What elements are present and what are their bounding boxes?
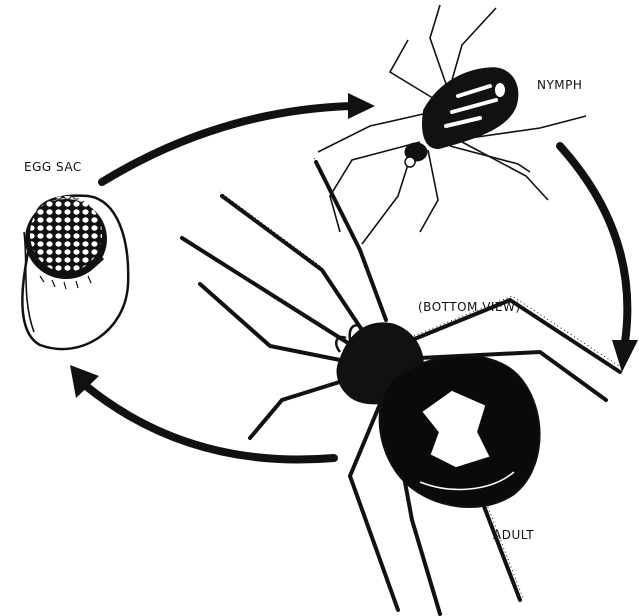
adult-label: ADULT [493,528,534,542]
arrow-adult-to-egg [70,365,334,460]
adult-spider-illustration [182,158,622,614]
nymph-label: NYMPH [537,78,582,92]
arrow-egg-to-nymph [102,93,375,182]
egg-sac-illustration [22,196,128,349]
egg-sac-label: EGG SAC [24,160,82,174]
bottom-view-label: (BOTTOM VIEW) [418,300,521,314]
nymph-illustration [318,5,586,244]
